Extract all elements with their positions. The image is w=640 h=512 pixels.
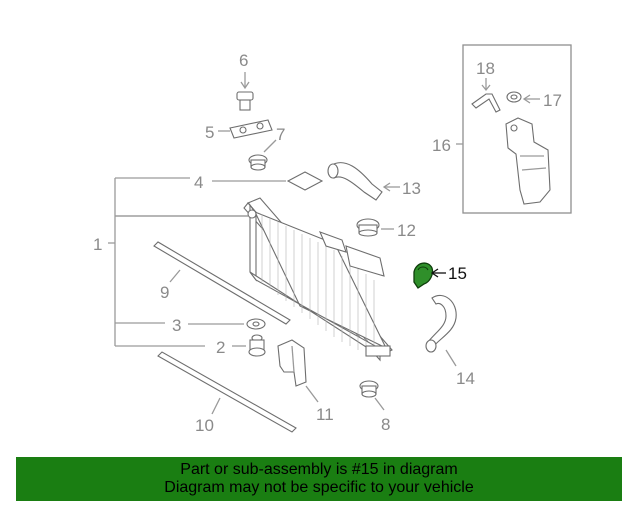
part-16-reservoir bbox=[505, 117, 551, 205]
callout-7-label: 7 bbox=[276, 125, 285, 144]
banner-line-2: Diagram may not be specific to your vehi… bbox=[164, 479, 474, 496]
part-14-lower-hose bbox=[425, 294, 457, 367]
part-7-grommet bbox=[248, 139, 277, 171]
part-6-bolt bbox=[236, 72, 254, 111]
callout-12-label: 12 bbox=[397, 221, 416, 240]
part-4-pad bbox=[212, 171, 324, 191]
callout-17-label: 17 bbox=[543, 91, 562, 110]
part-10-seal bbox=[157, 351, 297, 433]
part-12-cap bbox=[356, 218, 394, 237]
callout-6-label: 6 bbox=[239, 51, 248, 70]
part-11-air-guide bbox=[277, 339, 319, 403]
callout-10-label: 10 bbox=[195, 416, 214, 435]
part-8-grommet bbox=[359, 380, 385, 411]
callout-13-label: 13 bbox=[402, 179, 421, 198]
callout-14-label: 14 bbox=[456, 369, 475, 388]
callout-9-label: 9 bbox=[160, 283, 169, 302]
part-9-seal bbox=[153, 241, 291, 325]
inset-box bbox=[456, 44, 572, 214]
callout-16-label: 16 bbox=[432, 136, 451, 155]
part-15-highlighted bbox=[413, 262, 446, 289]
part-13-upper-hose bbox=[327, 162, 400, 201]
callout-8-label: 8 bbox=[381, 415, 390, 434]
part-5-bracket bbox=[218, 119, 273, 139]
part-17-clip bbox=[506, 91, 540, 104]
callout-15-label: 15 bbox=[448, 264, 467, 283]
radiator-core bbox=[243, 197, 393, 362]
callout-1-label: 1 bbox=[93, 235, 102, 254]
callout-11-label: 11 bbox=[316, 405, 334, 424]
part-2-bushing bbox=[232, 334, 266, 357]
callout-4-label: 4 bbox=[194, 173, 203, 192]
callout-3-label: 3 bbox=[172, 316, 181, 335]
part-18-hose bbox=[471, 78, 501, 113]
callout-5-label: 5 bbox=[205, 123, 214, 142]
banner-line-1: Part or sub-assembly is #15 in diagram bbox=[180, 461, 458, 478]
parts-diagram: 1 6 5 7 4 13 12 bbox=[93, 44, 572, 435]
callout-18-label: 18 bbox=[476, 59, 495, 78]
callout-2-label: 2 bbox=[216, 338, 225, 357]
info-banner: Part or sub-assembly is #15 in diagram D… bbox=[16, 457, 622, 501]
part-3-washer bbox=[188, 318, 266, 330]
